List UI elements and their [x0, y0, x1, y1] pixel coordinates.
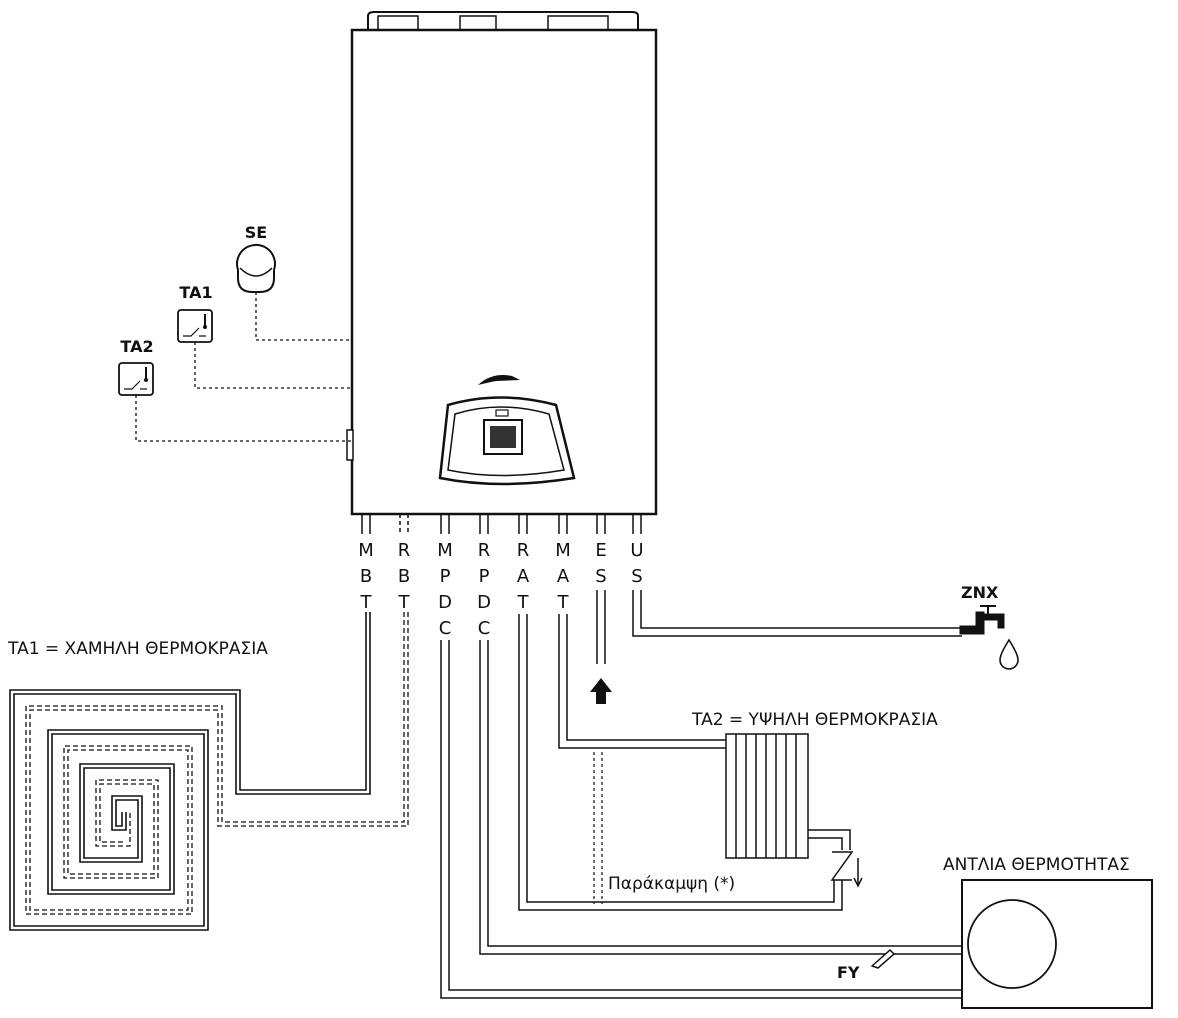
pipe-letter: C: [478, 618, 491, 639]
thermostat-ta1-icon: [177, 309, 213, 343]
pipe-letter: A: [557, 566, 570, 587]
pipe-letter: C: [439, 618, 452, 639]
control-panel-icon: [438, 396, 576, 486]
pipe-label-rat: R A T: [517, 540, 530, 613]
pipe-letter: R: [398, 540, 411, 561]
pipe-letter: R: [478, 540, 491, 561]
ta1-note: TA1 = ΧΑΜΗΛΗ ΘΕΡΜΟΚΡΑΣΙΑ: [7, 639, 268, 659]
pipe-label-us: U S: [630, 540, 643, 587]
pipe-letter: P: [440, 566, 451, 587]
pipe-label-rbt: R B T: [398, 540, 411, 613]
pipe-letter: D: [438, 592, 452, 613]
pipe-letter: S: [595, 566, 606, 587]
heat-pump-icon: [961, 879, 1153, 1009]
pipe-label-rpdc: R P D C: [477, 540, 491, 639]
heat-pump-label: ΑΝΤΛΙΑ ΘΕΡΜΟΤΗΤΑΣ: [943, 855, 1130, 875]
pipe-letter: P: [479, 566, 490, 587]
pipe-letter: T: [517, 592, 530, 613]
pipe-letter: R: [517, 540, 530, 561]
pipe-letter: S: [631, 566, 642, 587]
pipe-label-mbt: M B T: [358, 540, 374, 613]
bypass-label: Παράκαμψη (*): [608, 874, 735, 894]
water-tap-icon: [959, 605, 1005, 635]
pipe-letter: T: [360, 592, 373, 613]
external-sensor-icon: [236, 243, 276, 293]
boiler-icon: [346, 11, 658, 534]
floor-heating-icon: [9, 612, 409, 931]
pipe-letter: U: [630, 540, 643, 561]
pipe-letter: T: [557, 592, 570, 613]
brand-logo-icon: [478, 375, 520, 385]
ta2-label: TA2: [120, 337, 153, 356]
pipe-letter: D: [477, 592, 491, 613]
ta1-label: TA1: [179, 283, 212, 302]
pipe-label-mat: M A T: [555, 540, 571, 613]
fy-label: FY: [837, 963, 860, 982]
pipe-letter: E: [595, 540, 606, 561]
bypass-pipe: [593, 752, 603, 904]
thermostat-ta2-icon: [118, 362, 154, 396]
pipes: [440, 590, 962, 999]
filter-fy-icon: [870, 948, 896, 969]
pipe-letter: B: [398, 566, 410, 587]
arrow-up-icon: [590, 678, 612, 704]
pipe-letter: B: [360, 566, 372, 587]
pipe-letter: A: [517, 566, 530, 587]
pipe-letter: T: [398, 592, 411, 613]
znx-label: ZNX: [961, 583, 999, 602]
pipe-label-es: E S: [595, 540, 606, 587]
radiator-icon: [725, 733, 809, 859]
pipe-letter: M: [437, 540, 453, 561]
check-valve-icon: [830, 851, 863, 888]
pipe-letter: M: [358, 540, 374, 561]
ta2-note: TA2 = ΥΨΗΛΗ ΘΕΡΜΟΚΡΑΣΙΑ: [691, 710, 938, 730]
pipe-label-mpdc: M P D C: [437, 540, 453, 639]
wiring-lines: [135, 292, 352, 442]
pipe-letter: M: [555, 540, 571, 561]
se-label: SE: [245, 223, 267, 242]
water-drop-icon: [999, 638, 1019, 670]
